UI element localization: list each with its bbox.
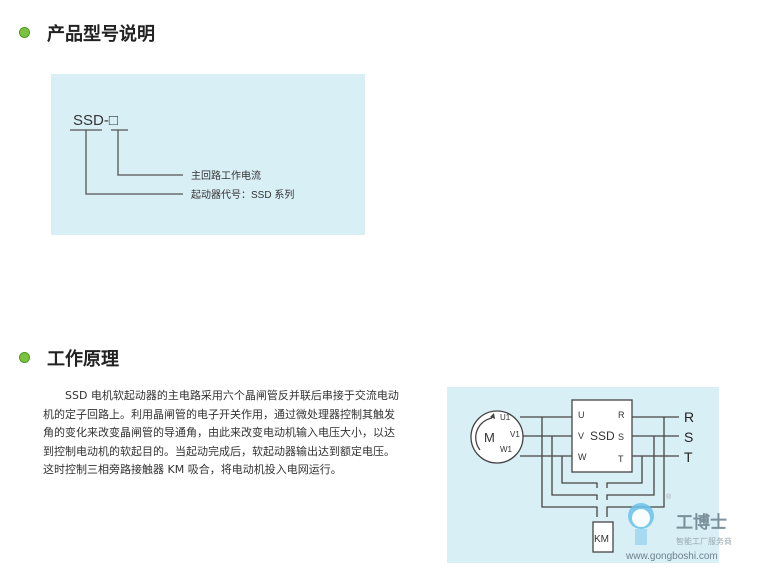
line-r: R: [684, 409, 694, 425]
bullet-icon: [19, 352, 30, 363]
label-current: 主回路工作电流: [191, 169, 261, 182]
line-s: S: [684, 429, 693, 445]
section-title-principle: 工作原理: [47, 349, 119, 370]
principle-paragraph: SSD 电机软起动器的主电路采用六个晶闸管反并联后串接于交流电动机的定子回路上。…: [43, 389, 399, 476]
contactor-km: KM: [594, 534, 609, 545]
model-code: SSD-□: [73, 112, 118, 129]
label-series: 起动器代号：SSD 系列: [191, 188, 294, 201]
bullet-icon: [19, 27, 30, 38]
model-diagram: SSD-□ 主回路工作电流 起动器代号：SSD 系列: [70, 112, 294, 201]
ssd-input-v: V: [578, 431, 584, 441]
ssd-output-r: R: [618, 410, 625, 420]
ssd-input-w: W: [578, 452, 587, 462]
watermark-brand: 工博士: [676, 512, 727, 532]
line-t: T: [684, 449, 693, 465]
terminal-u1: U1: [500, 413, 511, 422]
ssd-output-s: S: [618, 432, 624, 442]
watermark-url: www.gongboshi.com: [625, 551, 718, 562]
ssd-label: SSD: [590, 429, 615, 443]
ssd-output-t: T: [618, 454, 624, 464]
watermark-slogan: 智能工厂服务商: [676, 536, 732, 546]
ssd-input-u: U: [578, 410, 585, 420]
model-panel: SSD-□ 主回路工作电流 起动器代号：SSD 系列: [51, 74, 365, 235]
terminal-w1: W1: [500, 445, 513, 454]
section-title-model: 产品型号说明: [47, 24, 155, 45]
terminal-v1: V1: [510, 430, 520, 439]
registered-mark: ®: [666, 493, 672, 501]
watermark-logo: ® 工博士 智能工厂服务商 www.gongboshi.com: [625, 493, 732, 562]
motor-label: M: [484, 430, 495, 445]
